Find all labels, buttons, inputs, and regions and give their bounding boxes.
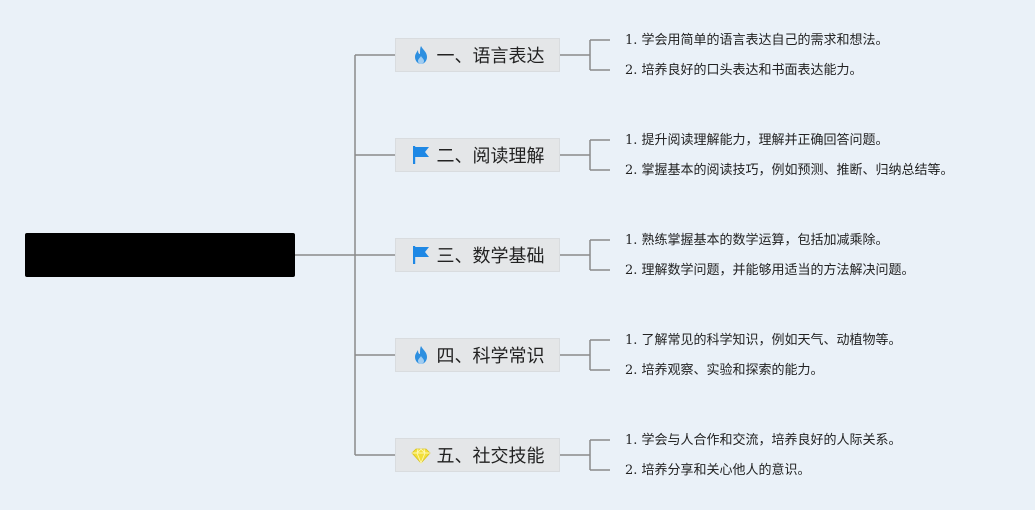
leaf-item: 1. 学会用简单的语言表达自己的需求和想法。 bbox=[625, 33, 889, 48]
branch-math[interactable]: 三、数学基础 bbox=[395, 238, 560, 272]
leaf-item: 1. 熟练掌握基本的数学运算，包括加减乘除。 bbox=[625, 233, 889, 248]
leaf-item: 2. 掌握基本的阅读技巧，例如预测、推断、归纳总结等。 bbox=[625, 163, 954, 178]
leaf-item: 2. 培养良好的口头表达和书面表达能力。 bbox=[625, 63, 863, 78]
branch-label: 五、社交技能 bbox=[436, 446, 545, 467]
gem-icon bbox=[410, 445, 431, 465]
fire-icon bbox=[411, 345, 431, 365]
branch-social[interactable]: 五、社交技能 bbox=[395, 438, 560, 472]
leaf-item: 1. 提升阅读理解能力，理解并正确回答问题。 bbox=[625, 133, 889, 148]
branch-label: 一、语言表达 bbox=[436, 46, 545, 67]
flag-icon bbox=[411, 245, 431, 265]
flag-icon bbox=[411, 145, 431, 165]
leaf-item: 1. 学会与人合作和交流，培养良好的人际关系。 bbox=[625, 433, 902, 448]
leaf-item: 1. 了解常见的科学知识，例如天气、动植物等。 bbox=[625, 333, 902, 348]
fire-icon bbox=[411, 45, 431, 65]
branch-language[interactable]: 一、语言表达 bbox=[395, 38, 560, 72]
branch-label: 二、阅读理解 bbox=[436, 146, 545, 167]
branch-science[interactable]: 四、科学常识 bbox=[395, 338, 560, 372]
leaf-item: 2. 理解数学问题，并能够用适当的方法解决问题。 bbox=[625, 263, 915, 278]
branch-label: 四、科学常识 bbox=[436, 346, 545, 367]
branch-reading[interactable]: 二、阅读理解 bbox=[395, 138, 560, 172]
branch-label: 三、数学基础 bbox=[436, 246, 545, 267]
leaf-item: 2. 培养分享和关心他人的意识。 bbox=[625, 463, 811, 478]
leaf-item: 2. 培养观察、实验和探索的能力。 bbox=[625, 363, 824, 378]
root-node[interactable] bbox=[25, 233, 295, 277]
